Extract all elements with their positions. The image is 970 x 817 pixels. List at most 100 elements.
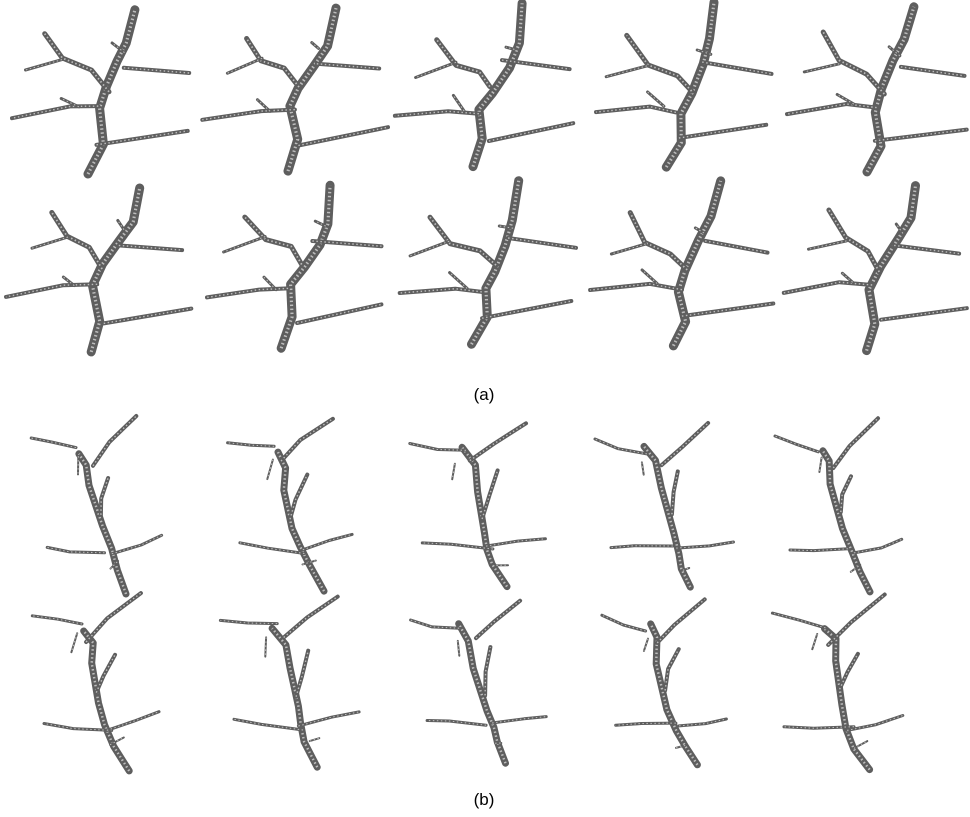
tree-skeleton bbox=[29, 414, 164, 598]
tree-branch bbox=[609, 242, 648, 256]
tree-branch-texture bbox=[606, 65, 648, 78]
tree-branch-texture bbox=[492, 716, 547, 724]
tree-branch-texture bbox=[610, 545, 673, 549]
tree-branch-texture bbox=[451, 463, 456, 480]
tree-branch bbox=[845, 714, 905, 732]
tree-skeleton-graphic bbox=[30, 591, 161, 775]
tree-branch-texture bbox=[671, 471, 679, 515]
tree-skeleton bbox=[588, 176, 776, 351]
tree-skeleton bbox=[4, 183, 194, 357]
tree-branch bbox=[821, 625, 874, 774]
tree-branch-texture bbox=[594, 438, 647, 455]
tree-branch bbox=[506, 236, 578, 250]
tree-branch bbox=[838, 474, 853, 515]
tree-branch bbox=[802, 62, 841, 74]
tree-thumbnail bbox=[204, 180, 394, 365]
tree-branch bbox=[225, 56, 264, 75]
tree-skeleton-graphic bbox=[205, 180, 384, 353]
tree-branch bbox=[819, 447, 874, 596]
tree-branch bbox=[116, 243, 185, 253]
tree-branch-texture bbox=[452, 95, 465, 112]
tree-branch-texture bbox=[695, 227, 705, 234]
tree-branch bbox=[785, 102, 879, 117]
tree-branch bbox=[773, 434, 820, 454]
tree-branch-texture bbox=[298, 126, 389, 147]
tree-branch-texture bbox=[661, 422, 709, 466]
tree-branch bbox=[840, 271, 855, 284]
tree-branch-texture bbox=[505, 46, 515, 50]
tree-branch-texture bbox=[410, 619, 460, 629]
tree-branch-texture bbox=[77, 453, 128, 595]
tree-branch-texture bbox=[671, 180, 723, 347]
tree-branch bbox=[458, 443, 511, 591]
tree-branch-texture bbox=[206, 287, 289, 299]
tree-branch bbox=[675, 743, 689, 749]
tree-branch bbox=[849, 563, 862, 573]
tree-branch-texture bbox=[202, 108, 295, 121]
tree-branch-texture bbox=[629, 212, 688, 271]
tree-branch-texture bbox=[625, 34, 693, 92]
tree-branch bbox=[414, 60, 458, 79]
tree-branch-texture bbox=[838, 653, 859, 690]
tree-thumbnail bbox=[770, 416, 960, 603]
tree-thumbnail bbox=[770, 592, 960, 780]
tree-branch bbox=[862, 181, 920, 356]
tree-branch-texture bbox=[822, 31, 885, 95]
tree-branch bbox=[640, 461, 645, 476]
panel-a-caption: (a) bbox=[473, 385, 495, 404]
tree-branch bbox=[427, 214, 499, 268]
tree-branch bbox=[45, 545, 106, 555]
tree-thumbnail bbox=[590, 0, 780, 187]
tree-branch bbox=[222, 235, 267, 254]
tree-skeleton bbox=[30, 591, 161, 775]
tree-branch-texture bbox=[590, 283, 683, 291]
tree-branch-texture bbox=[656, 598, 706, 644]
tree-branch-texture bbox=[271, 627, 319, 768]
tree-branch-texture bbox=[399, 287, 482, 294]
tree-skeleton bbox=[781, 181, 969, 356]
tree-branch bbox=[646, 90, 666, 108]
tree-thumbnail bbox=[222, 416, 412, 603]
tree-branch-texture bbox=[70, 633, 78, 653]
tree-branch-texture bbox=[894, 244, 960, 255]
tree-skeleton bbox=[218, 594, 361, 771]
tree-branch-texture bbox=[286, 7, 338, 172]
tree-skeleton bbox=[409, 598, 548, 767]
tree-skeleton-graphic bbox=[770, 592, 905, 774]
tree-skeleton bbox=[200, 3, 390, 176]
tree-branch bbox=[655, 597, 707, 645]
tree-branch bbox=[110, 533, 164, 556]
tree-branch bbox=[94, 652, 117, 695]
tree-thumbnail bbox=[392, 0, 584, 187]
tree-branch-texture bbox=[457, 623, 507, 764]
tree-branch-texture bbox=[471, 3, 524, 168]
tree-branch bbox=[480, 468, 500, 521]
tree-thumbnail bbox=[8, 2, 198, 187]
tree-branch bbox=[600, 613, 648, 633]
tree-skeleton bbox=[408, 421, 547, 591]
tree-skeleton-graphic bbox=[218, 594, 361, 771]
tree-thumbnail bbox=[218, 594, 412, 780]
tree-skeleton bbox=[785, 2, 969, 177]
tree-branch bbox=[296, 125, 390, 148]
tree-thumbnail bbox=[408, 418, 600, 603]
tree-branch bbox=[468, 0, 527, 172]
tree-branch-texture bbox=[900, 66, 965, 77]
tree-branch bbox=[24, 58, 64, 72]
tree-branch-texture bbox=[641, 269, 658, 284]
tree-branch-texture bbox=[821, 450, 872, 593]
tree-branch bbox=[310, 239, 384, 249]
tree-branch bbox=[98, 476, 111, 517]
tree-branch-texture bbox=[823, 627, 871, 771]
tree-branch-texture bbox=[783, 281, 873, 294]
tree-branch-texture bbox=[309, 737, 320, 742]
tree-skeleton-graphic bbox=[593, 421, 735, 591]
tree-skeleton-graphic bbox=[4, 183, 194, 357]
tree-branch bbox=[703, 238, 770, 255]
tree-branch-texture bbox=[298, 711, 360, 727]
tree-branch bbox=[242, 214, 305, 267]
tree-skeleton-graphic bbox=[600, 597, 728, 769]
tree-thumbnail bbox=[785, 2, 970, 187]
tree-branch-texture bbox=[422, 542, 493, 550]
tree-branch-texture bbox=[32, 615, 83, 625]
